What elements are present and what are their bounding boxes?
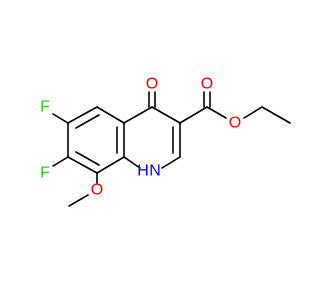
bond-c7-f <box>52 156 69 167</box>
bond-c6-f <box>52 113 69 124</box>
atom-o-carbonyl: O <box>201 76 213 93</box>
atom-f-7: F <box>40 165 50 182</box>
bond-c5-c6 <box>67 106 98 124</box>
atom-labels: O O O F F O N H <box>40 76 241 199</box>
bond-c5-c6-inner <box>75 114 100 129</box>
atom-o-ketone: O <box>146 76 158 93</box>
bond-ch2-ch3 <box>261 106 291 124</box>
bond-c5-c4a <box>96 106 125 124</box>
bond-c7-c8 <box>67 156 98 174</box>
bond-o-ester-ch2 <box>243 106 263 119</box>
atom-o-ester: O <box>229 115 241 132</box>
bond-c2-n1 <box>161 156 181 169</box>
atom-f-6: F <box>40 99 50 116</box>
atom-o-methoxy: O <box>91 182 103 199</box>
bond-c7-c8-inner <box>75 151 100 166</box>
bond-c4-c3 <box>151 106 181 124</box>
bond-n1-c8a <box>123 156 141 169</box>
atom-n-1: N <box>149 163 161 180</box>
bond-c-ester-o-ester <box>206 106 227 119</box>
bond-o-methoxy-ch3 <box>68 194 89 207</box>
bond-c8-c8a <box>96 156 125 174</box>
canvas-background <box>0 0 300 300</box>
molecule-structure: O O O F F O N H <box>0 0 300 300</box>
bond-c3-c-ester <box>179 106 208 124</box>
bond-c4a-c4 <box>123 106 153 124</box>
atom-h-1: H <box>137 163 149 180</box>
bonds <box>52 91 291 207</box>
